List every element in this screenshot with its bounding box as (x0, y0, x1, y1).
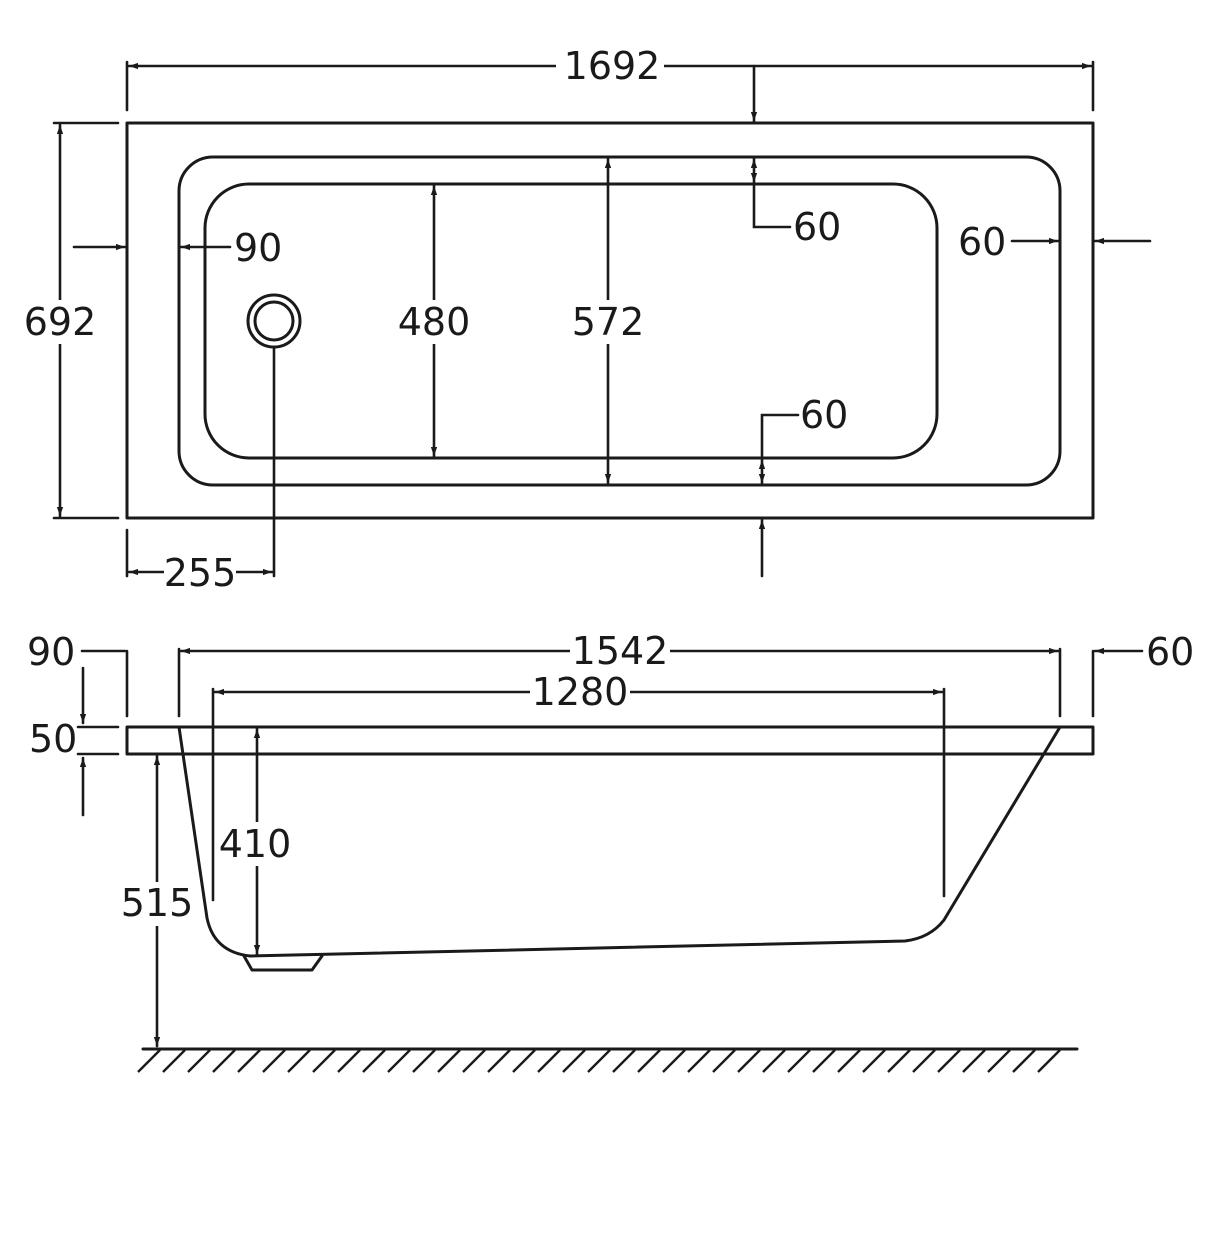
dimension-overall-width: 692 (22, 121, 120, 520)
floor-hatch-line (862, 1049, 886, 1073)
floor-hatch-line (887, 1049, 911, 1073)
floor-hatch-line (412, 1049, 436, 1073)
dimension-total-height: 515 (120, 754, 194, 1048)
dimension-plan-rim-left: 90 (72, 226, 282, 270)
dimension-label: 410 (219, 822, 292, 866)
dimension-side-rim-left: 90 (27, 630, 181, 718)
dimension-interior-top-width: 572 (572, 157, 645, 485)
plan-inner-rim (177, 155, 1062, 487)
dimension-bottom-length: 1280 (211, 670, 946, 902)
floor-hatch-line (912, 1049, 936, 1073)
floor-hatch-line (662, 1049, 686, 1073)
floor-hatch-line (562, 1049, 586, 1073)
dimension-plan-rim-top: 60 (750, 157, 841, 249)
floor-hatch-line (737, 1049, 761, 1073)
floor-hatch-line (237, 1049, 261, 1073)
floor-hatch-line (937, 1049, 961, 1073)
dimension-label: 50 (29, 717, 77, 761)
floor-hatch-line (1037, 1049, 1061, 1073)
floor-hatch-line (987, 1049, 1011, 1073)
floor-hatch-line (837, 1049, 861, 1073)
dimension-label: 515 (121, 881, 194, 925)
floor-hatch-line (387, 1049, 411, 1073)
floor-hatch-line (262, 1049, 286, 1073)
side-tub-body (177, 725, 1062, 958)
floor-hatch-line (462, 1049, 486, 1073)
floor-hatch-line (962, 1049, 986, 1073)
floor-hatch-line (137, 1049, 161, 1073)
dimension-plan-rim-bottom: 60 (758, 393, 848, 578)
dimension-side-rim-right: 60 (1091, 630, 1194, 718)
floor-hatch-line (637, 1049, 661, 1073)
floor-hatch-line (362, 1049, 386, 1073)
floor-hatch-line (787, 1049, 811, 1073)
floor-hatch-line (762, 1049, 786, 1073)
floor-hatch-line (487, 1049, 511, 1073)
dimension-label: 60 (793, 205, 841, 249)
floor-hatch-line (162, 1049, 186, 1073)
floor-hatch-line (537, 1049, 561, 1073)
dimension-label: 60 (958, 220, 1006, 264)
dimension-label: 572 (572, 300, 645, 344)
floor-hatch-line (287, 1049, 311, 1073)
floor-hatch-line (1012, 1049, 1036, 1073)
floor-hatch-line (212, 1049, 236, 1073)
plan-view: 1692 692 90 60 60 (22, 44, 1152, 595)
dimension-label: 90 (234, 226, 282, 270)
dimension-label: 255 (164, 551, 237, 595)
plan-basin-floor (203, 182, 939, 460)
dimension-overall-length: 1692 (125, 44, 1095, 112)
dimension-rim-thickness: 50 (29, 666, 120, 817)
dimension-label: 1280 (532, 670, 629, 714)
dimension-depth: 410 (218, 727, 292, 956)
floor-hatch-line (587, 1049, 611, 1073)
waste-outlet-icon (246, 293, 302, 349)
dimension-interior-floor-width: 480 (398, 184, 471, 458)
side-rim-slab (125, 725, 1095, 756)
dimension-label: 480 (398, 300, 471, 344)
floor-hatch-line (687, 1049, 711, 1073)
floor-hatch-line (337, 1049, 361, 1073)
floor-hatch-line (512, 1049, 536, 1073)
side-tub-foot (242, 954, 324, 972)
dimension-label: 60 (1146, 630, 1194, 674)
floor-hatching (137, 1047, 1079, 1073)
dimension-plan-rim-right: 60 (958, 220, 1152, 264)
side-view: 90 1542 60 1280 50 (27, 629, 1194, 1073)
dimension-label: 60 (800, 393, 848, 437)
dimension-waste-offset: 255 (125, 345, 276, 595)
floor-hatch-line (812, 1049, 836, 1073)
dimension-label: 692 (24, 300, 97, 344)
dimension-label: 1542 (572, 629, 669, 673)
floor-hatch-line (612, 1049, 636, 1073)
floor-hatch-line (712, 1049, 736, 1073)
floor-hatch-line (187, 1049, 211, 1073)
dimension-label: 90 (27, 630, 75, 674)
floor-hatch-line (312, 1049, 336, 1073)
dimension-top-length: 1542 (179, 629, 1062, 718)
plan-outer-rim (125, 121, 1095, 520)
floor-hatch-line (437, 1049, 461, 1073)
dimension-label: 1692 (564, 44, 661, 88)
